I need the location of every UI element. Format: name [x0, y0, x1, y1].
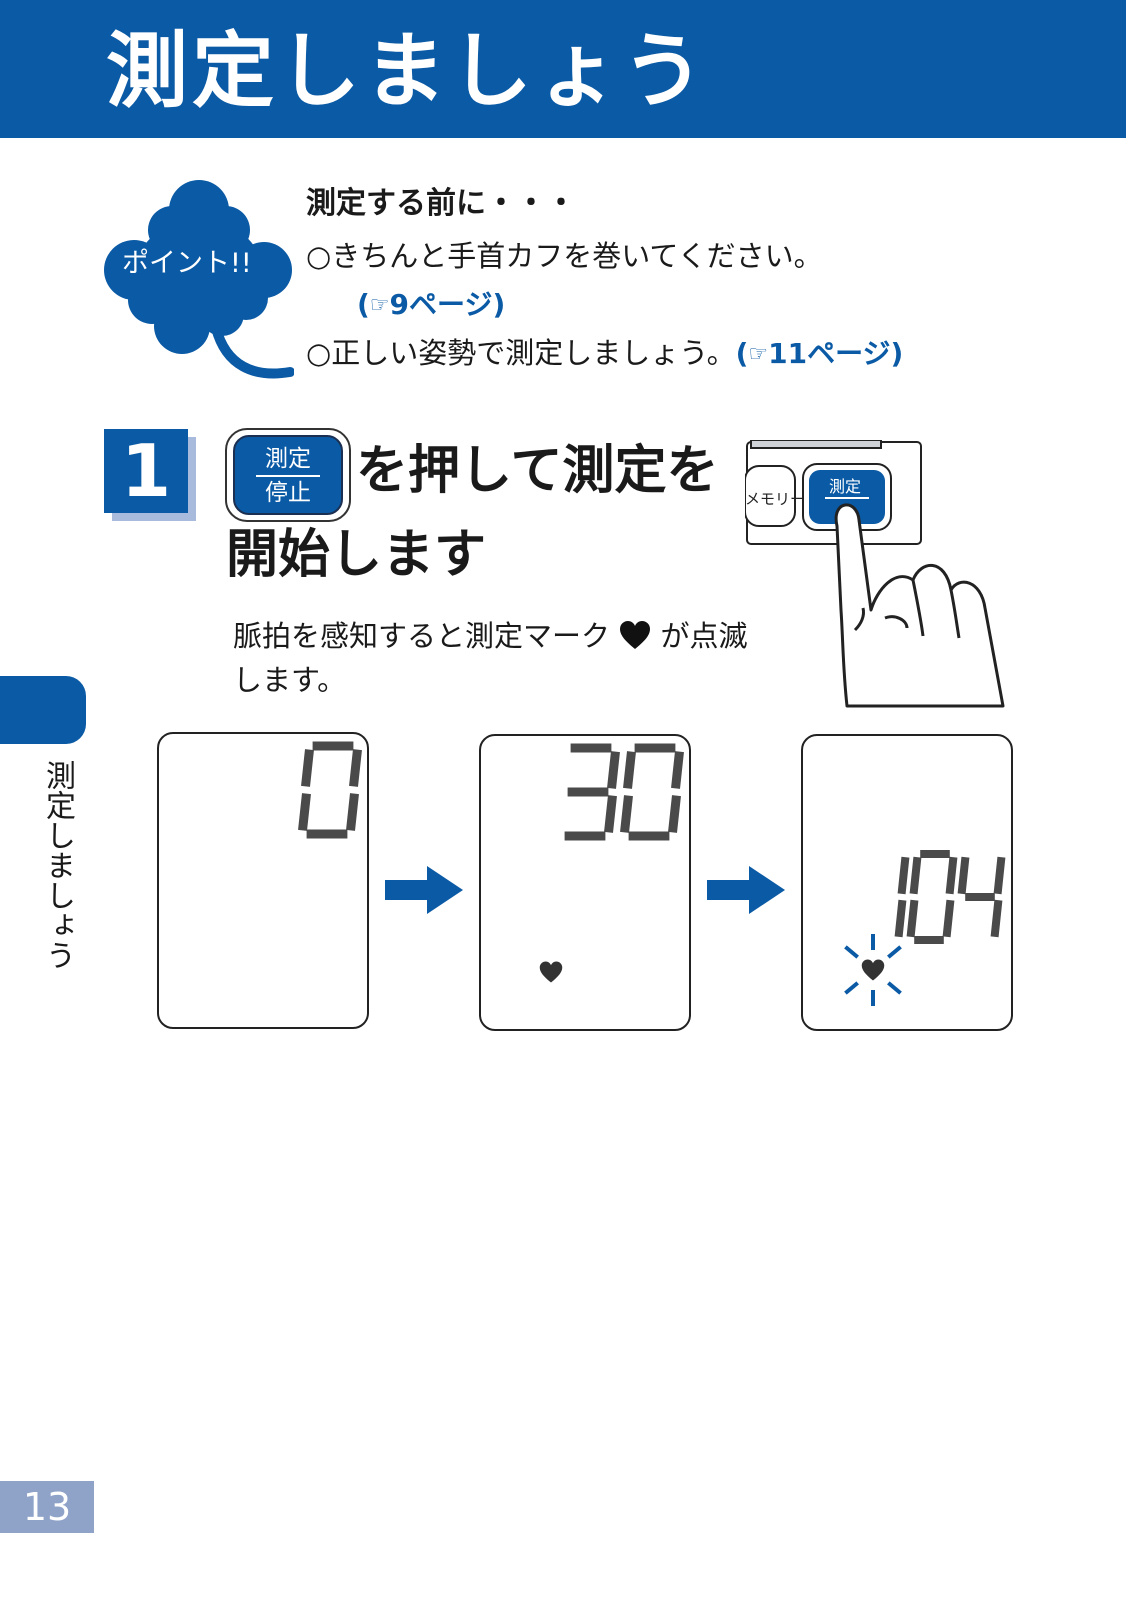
lcd-segment — [298, 793, 311, 831]
lcd-display-1 — [157, 732, 369, 1029]
step-number: 1 — [104, 429, 188, 513]
lcd-display-graphics — [298, 741, 362, 839]
lcd-display-graphics — [844, 850, 1006, 1006]
blink-ray — [887, 945, 902, 959]
lcd-segment — [894, 899, 907, 938]
page-title: 測定しましょう — [106, 24, 709, 119]
lcd-segment — [301, 749, 314, 787]
arrow-right-icon — [707, 866, 785, 914]
button-label-top: 測定 — [265, 446, 311, 472]
clover-icon — [104, 180, 294, 379]
point-line-cuff: ○きちんと手首カフを巻いてください。 — [306, 239, 823, 273]
point-heading: 測定する前に・・・ — [306, 186, 576, 221]
lcd-segment — [942, 899, 955, 938]
arrow-right-icon — [385, 866, 463, 914]
pointing-hand-icon: ☞ — [748, 342, 769, 367]
lcd-segment — [897, 856, 910, 895]
memory-button-label: メモリー — [745, 491, 805, 508]
heart-icon — [861, 959, 885, 981]
lcd-segment — [957, 856, 970, 895]
lcd-segment — [993, 856, 1006, 895]
pointing-hand-icon: ☞ — [369, 293, 390, 318]
lcd-display-2 — [479, 734, 691, 1031]
lcd-segment — [945, 856, 958, 895]
step-description: 脈拍を感知すると測定マーク が点滅します。 — [233, 619, 748, 697]
point-badge: ポイント!! — [122, 248, 252, 279]
button-label-bottom: 停止 — [265, 480, 311, 506]
lcd-segment — [620, 795, 633, 833]
lcd-segment — [668, 795, 681, 833]
lcd-segment — [909, 856, 922, 895]
measure-button-label: 測定 — [829, 477, 861, 496]
side-section-label: 測定しましょう — [40, 760, 75, 970]
step-title-line2: 開始します — [226, 525, 487, 585]
header-bar: 測定しましょう — [0, 0, 1126, 138]
lcd-segment — [623, 751, 636, 789]
blink-ray — [844, 945, 859, 959]
lcd-segment — [607, 751, 620, 789]
point-line-posture: ○正しい姿勢で測定しましょう。(☞11ページ) — [306, 333, 903, 375]
step-title-line1: を押して測定を — [356, 441, 719, 501]
page-ref-9[interactable]: (☞9ページ) — [357, 285, 505, 326]
hand-pressing-button-illustration: メモリー 測定 — [745, 440, 1005, 708]
measure-stop-button-illustration: 測定 停止 — [225, 428, 351, 522]
lcd-segment — [671, 751, 684, 789]
lcd-segment — [349, 749, 362, 787]
lcd-segment — [604, 795, 617, 833]
page-ref-11[interactable]: (☞11ページ) — [736, 337, 904, 370]
heart-icon — [620, 621, 651, 649]
blink-ray — [844, 981, 859, 995]
side-section-tab — [0, 676, 86, 744]
lcd-segment — [990, 899, 1003, 938]
heart-icon — [539, 961, 563, 983]
page-number: 13 — [0, 1481, 94, 1533]
lcd-display-graphics — [539, 743, 684, 983]
lcd-display-3 — [801, 734, 1013, 1031]
lcd-segment — [346, 793, 359, 831]
blink-ray — [887, 981, 902, 995]
lcd-segment — [906, 899, 919, 938]
